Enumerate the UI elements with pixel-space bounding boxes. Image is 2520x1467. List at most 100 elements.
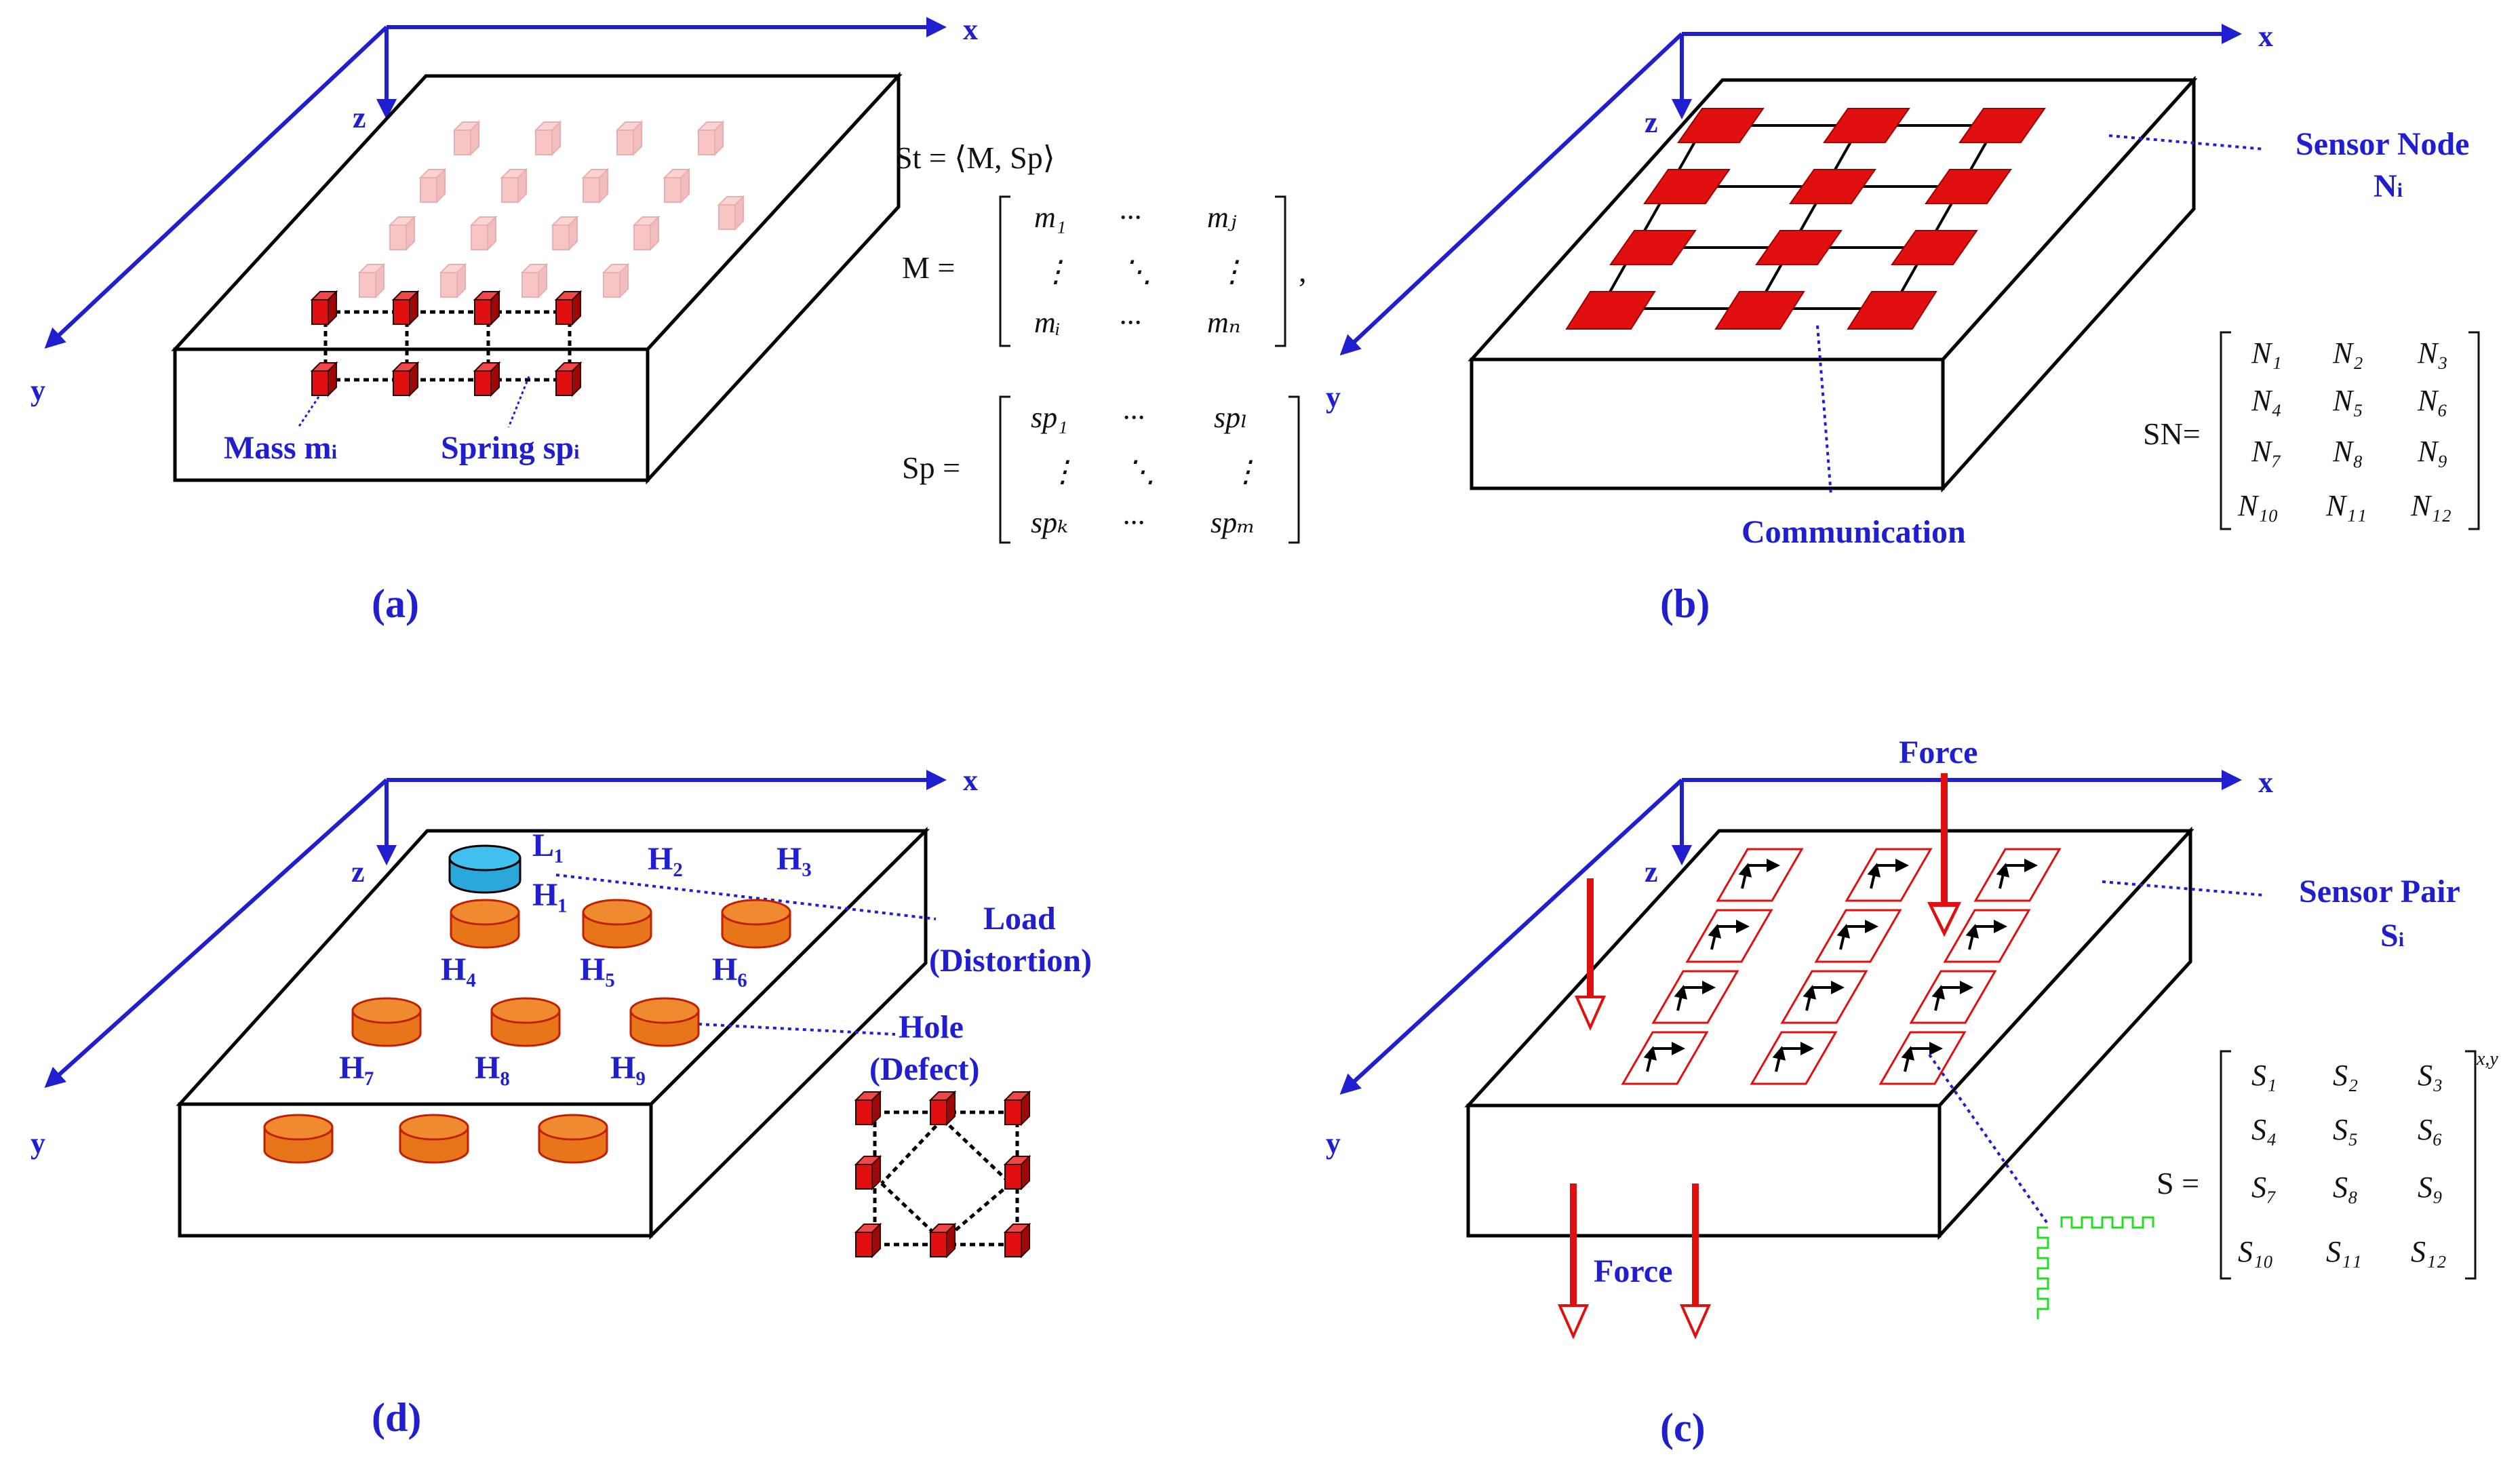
matrix-cell: N₄ — [2251, 384, 2282, 417]
mass-cube — [555, 362, 581, 396]
matrix-cell: N₇ — [2251, 435, 2282, 468]
y-axis — [44, 25, 389, 349]
z-axis-label: z — [351, 855, 365, 888]
x-axis-label: x — [2258, 20, 2273, 53]
panel-c: x z y — [1326, 735, 2498, 1450]
sensor-pair-sub-label: Si — [2380, 918, 2404, 954]
load-cylinder — [448, 844, 521, 894]
matrix-cell: ··· — [1119, 306, 1141, 339]
matrix-cell: S₆ — [2418, 1113, 2443, 1146]
sp-matrix: sp₁ ··· spₗ ⋮ ⋱ ⋮ spₖ ··· spₘ — [999, 395, 1300, 544]
matrix-cell: N₃ — [2417, 336, 2448, 370]
m-matrix: m₁ ··· mⱼ ⋮ ⋱ ⋮ mᵢ ··· mₙ — [999, 195, 1286, 347]
mass-label: Mass mi — [224, 430, 337, 466]
mass-cube — [474, 291, 500, 325]
mass-cube — [393, 291, 418, 325]
matrix-cell: m₁ — [1034, 201, 1066, 234]
l1-label: L₁ — [532, 827, 564, 863]
sp-matrix-lhs: Sp = — [902, 450, 960, 485]
sensor-node — [1755, 230, 1843, 265]
sn-matrix-lhs: SN= — [2143, 416, 2201, 451]
signal-waveform — [2036, 1216, 2154, 1319]
matrix-cell: sp₁ — [1031, 401, 1067, 434]
sensor-node-label: Sensor Node — [2296, 126, 2469, 162]
matrix-cell: S₈ — [2333, 1171, 2358, 1204]
y-axis-label: y — [31, 1127, 45, 1160]
m-matrix-lhs: M = — [902, 250, 955, 285]
caption-b: (b) — [1660, 581, 1710, 626]
hole-label: H₅ — [580, 952, 615, 987]
hole-cylinder — [721, 899, 791, 949]
matrix-cell: S₄ — [2251, 1113, 2277, 1146]
mass-cube — [393, 362, 418, 396]
matrix-cell: S₂ — [2333, 1059, 2358, 1092]
s-matrix: S₁ S₂ S₃ S₄ S₅ S₆ S₇ S₈ S₉ S₁₀ S₁₁ S₁₂ — [2220, 1050, 2477, 1280]
matrix-cell: N₆ — [2417, 384, 2448, 417]
matrix-cell: S₁₀ — [2238, 1235, 2274, 1268]
matrix-cell: S₇ — [2251, 1171, 2277, 1204]
hole-label: H₈ — [475, 1050, 510, 1086]
matrix-cell: ⋱ — [1122, 255, 1152, 288]
matrix-cell: N₁₀ — [2237, 489, 2279, 522]
mass-cube — [474, 362, 500, 396]
sensor-node-sub-label: Ni — [2374, 168, 2403, 204]
hole-cylinder — [490, 997, 561, 1047]
matrix-cell: N₁ — [2251, 336, 2282, 370]
matrix-cell: N₁₂ — [2410, 489, 2452, 522]
hole-cylinder — [450, 899, 520, 949]
hole-cylinder — [399, 1114, 469, 1164]
sensor-pair-label: Sensor Pair — [2299, 874, 2460, 909]
panel-b: x z y — [1326, 20, 2480, 626]
hole-cylinder — [351, 997, 422, 1047]
sensor-node — [1891, 230, 1978, 265]
matrix-cell: ⋮ — [1048, 455, 1078, 488]
matrix-cell: S₁ — [2251, 1059, 2277, 1092]
communication-label: Communication — [1741, 514, 1966, 550]
mass-lattice — [311, 121, 744, 396]
mass-cube — [555, 291, 581, 325]
matrix-cell: S₉ — [2418, 1171, 2443, 1204]
matrix-cell: spₗ — [1214, 401, 1248, 434]
matrix-cell: N₁₁ — [2325, 489, 2367, 522]
z-axis-label: z — [1645, 106, 1658, 139]
sensor-node — [1789, 169, 1876, 204]
hole-label: H₂ — [648, 841, 683, 877]
sn-matrix: N₁ N₂ N₃ N₄ N₅ N₆ N₇ N₈ N₉ N₁₀ N₁₁ N₁₂ — [2220, 331, 2480, 530]
hole-label: H₄ — [441, 952, 476, 987]
sensor-node — [1677, 108, 1765, 143]
sensor-grid — [1565, 108, 2046, 330]
sensor-node — [1643, 169, 1731, 204]
matrix-cell: ··· — [1122, 401, 1145, 434]
load-label: Load — [983, 901, 1056, 937]
load-sub-label: (Distortion) — [929, 943, 1092, 979]
hole-label: H₇ — [339, 1050, 374, 1086]
matrix-cell: N₈ — [2332, 435, 2363, 468]
force-arrows — [1557, 773, 1961, 1339]
matrix-cell: N₉ — [2417, 435, 2448, 468]
matrix-cell: S₁₂ — [2411, 1235, 2447, 1268]
caption-d: (d) — [372, 1395, 421, 1440]
matrix-cell: S₃ — [2418, 1059, 2443, 1092]
hole-cylinder — [263, 1114, 334, 1164]
z-axis-label: z — [1645, 855, 1658, 888]
matrix-cell: ⋮ — [1231, 455, 1261, 488]
matrix-cell: mⱼ — [1207, 201, 1237, 234]
panel-d: x z y L₁ H₁ H₂ H₃ H₄ H₅ H₆ H₇ H₈ H₉ — [31, 764, 1092, 1440]
matrix-cell: ⋮ — [1041, 255, 1071, 288]
caption-a: (a) — [372, 581, 419, 626]
sensor-node — [1609, 230, 1697, 265]
m-matrix-comma: , — [1299, 254, 1307, 288]
hole-label: H₃ — [776, 841, 812, 877]
panel-a: x z y — [31, 13, 1307, 626]
hole-defect-sub-label: (Defect) — [869, 1051, 980, 1087]
sensor-node — [1847, 291, 1937, 330]
sensor-node — [1958, 108, 2046, 143]
matrix-cell: ⋱ — [1126, 455, 1156, 488]
force-top-label: Force — [1899, 735, 1977, 770]
caption-c: (c) — [1660, 1405, 1706, 1450]
matrix-cell: S₅ — [2333, 1113, 2358, 1146]
matrix-cell: N₂ — [2332, 336, 2363, 370]
matrix-cell: mᵢ — [1034, 306, 1061, 339]
hole-defect-label: Hole — [899, 1009, 964, 1045]
